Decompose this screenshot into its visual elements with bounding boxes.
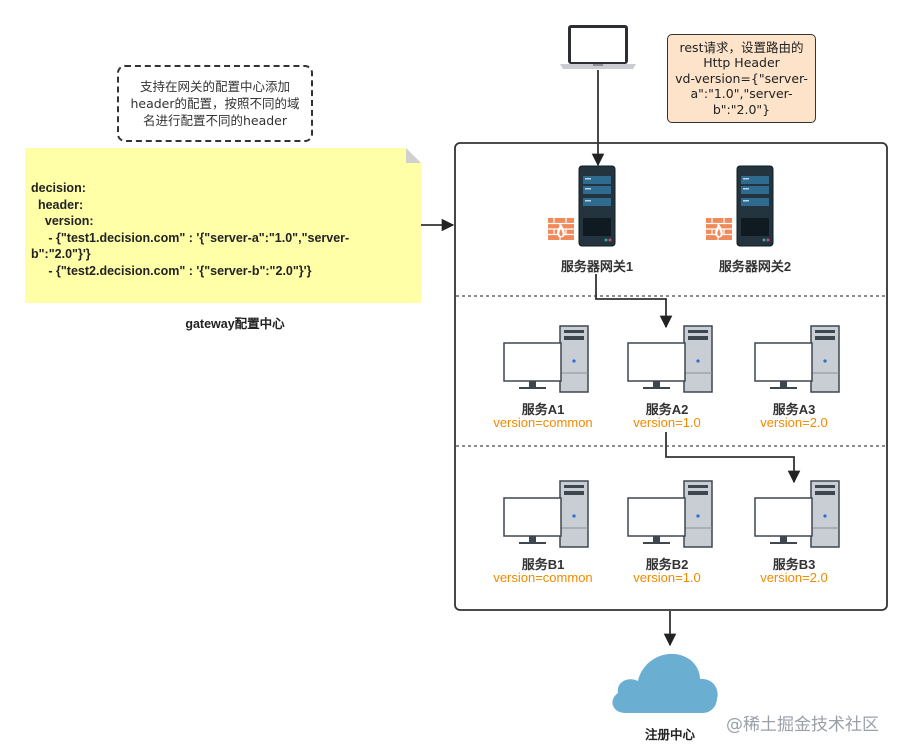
connector-gateway-a2 <box>595 274 673 329</box>
service-b1-label: 服务B1 <box>521 557 565 572</box>
service-b3-label: 服务B3 <box>772 557 816 572</box>
gateway-config-note: 支持在网关的配置中心添加header的配置，按照不同的域名进行配置不同的head… <box>117 65 313 142</box>
cloud-icon <box>612 653 718 713</box>
gateway-config-note-text: 支持在网关的配置中心添加header的配置，按照不同的域名进行配置不同的head… <box>130 79 300 128</box>
laptop-icon <box>560 25 636 69</box>
service-a1-version: version=common <box>493 415 593 430</box>
service-b1-version: version=common <box>493 570 593 585</box>
service-b2-version: version=1.0 <box>633 570 701 585</box>
config-center-note <box>25 148 421 303</box>
config-center-label: gateway配置中心 <box>185 317 285 331</box>
connector-a2-b3 <box>665 432 801 484</box>
gateway-2-label: 服务器网关2 <box>718 259 792 274</box>
service-a3-label: 服务A3 <box>772 402 816 417</box>
watermark: @稀土掘金技术社区 <box>726 715 879 735</box>
config-yaml-text: decision: header: version: - {"test1.dec… <box>31 181 350 278</box>
service-a2-version: version=1.0 <box>633 415 701 430</box>
registry-label: 注册中心 <box>644 728 695 742</box>
service-b3-version: version=2.0 <box>760 570 828 585</box>
service-a2-label: 服务A2 <box>645 402 689 417</box>
rest-request-note-text: rest请求，设置路由的 Http Header vd-version={"se… <box>675 39 808 117</box>
service-b2-label: 服务B2 <box>645 557 689 572</box>
service-a1-label: 服务A1 <box>521 402 565 417</box>
gateway-1-label: 服务器网关1 <box>560 259 634 274</box>
service-a3-version: version=2.0 <box>760 415 828 430</box>
rest-request-note: rest请求，设置路由的 Http Header vd-version={"se… <box>667 34 816 123</box>
